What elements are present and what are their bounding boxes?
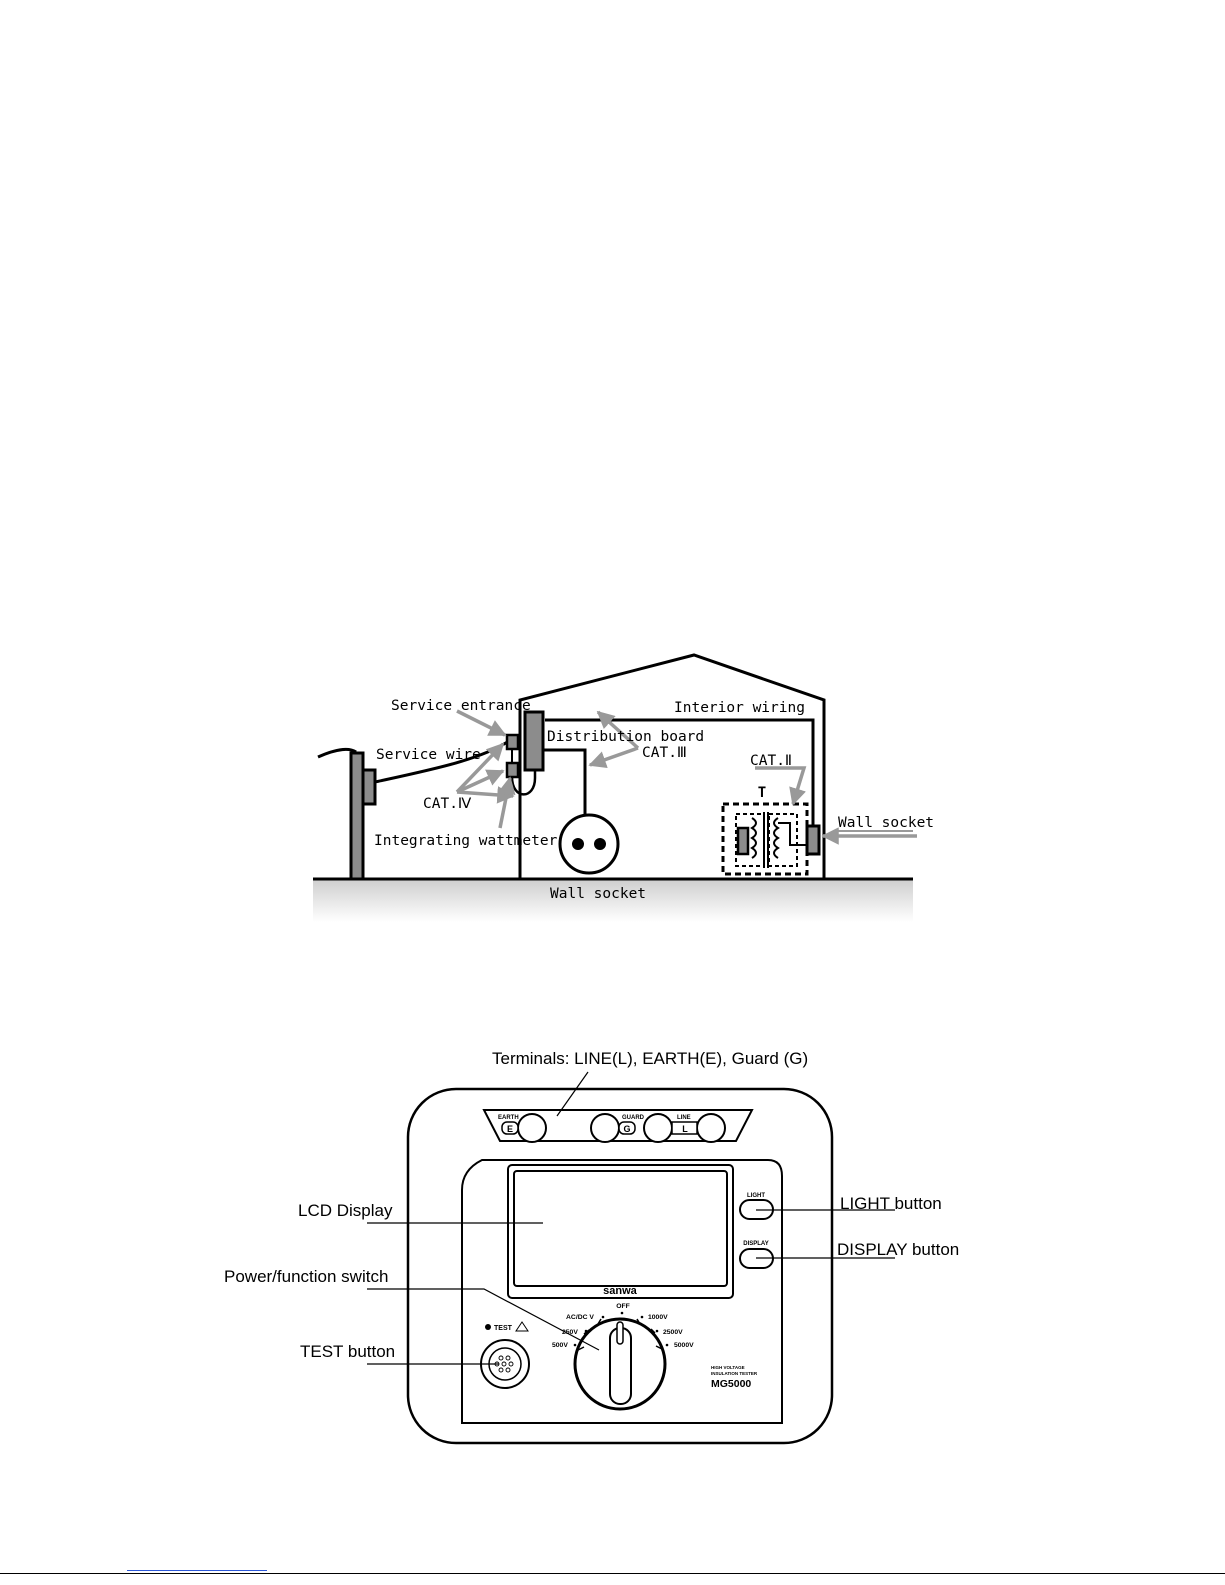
label-service-wire: Service wire xyxy=(376,747,481,763)
earth-letter: E xyxy=(507,1124,513,1134)
label-integrating-wattmeter: Integrating wattmeter xyxy=(374,833,558,849)
branch-wire xyxy=(543,748,587,818)
measurement-category-diagram: T Service entrance Service wire Interior… xyxy=(313,653,934,922)
transformer-coil-right xyxy=(773,817,780,859)
wattmeter-box xyxy=(505,761,520,779)
lcd-display xyxy=(513,1170,728,1287)
arrow-cat2-left xyxy=(755,766,807,806)
guard-label: GUARD xyxy=(622,1115,645,1121)
outlet xyxy=(558,813,620,875)
dial-5000v: 5000V xyxy=(674,1342,694,1349)
dial-250v-dot xyxy=(584,1329,588,1333)
cat2-inner-box-left xyxy=(735,813,765,867)
callout-test: TEST button xyxy=(300,1342,395,1361)
utility-pole xyxy=(349,751,365,881)
dial-acdc: AC/DC V xyxy=(566,1314,594,1321)
dial-detents xyxy=(577,1318,663,1351)
model-line1: HIGH VOLTAGE xyxy=(711,1365,745,1370)
dial-2500v-dot xyxy=(655,1329,659,1333)
arrow-cat4-a xyxy=(455,742,505,794)
outlet-hole-left xyxy=(572,838,584,850)
leader-lines xyxy=(367,1071,895,1365)
brand-logo: sanwa xyxy=(603,1285,638,1297)
footer-link-underline[interactable] xyxy=(127,1570,267,1571)
model-line2: INSULATION TESTER xyxy=(711,1371,758,1376)
dial-1000v: 1000V xyxy=(648,1314,668,1321)
house-outline xyxy=(518,653,826,879)
model-name: MG5000 xyxy=(711,1378,751,1390)
footer-rule xyxy=(0,1573,1225,1574)
dial-250v: 250V xyxy=(562,1329,578,1336)
dial-5000v-dot xyxy=(665,1343,669,1347)
test-indicator-dot xyxy=(485,1324,491,1330)
ground-strip xyxy=(313,880,913,922)
warning-icon xyxy=(515,1321,529,1332)
guard-terminal xyxy=(590,1113,620,1143)
line-label: LINE xyxy=(677,1115,691,1121)
arrow-wattmeter xyxy=(498,776,516,829)
label-cat4: CAT.Ⅳ xyxy=(423,796,472,812)
interior-wiring-line xyxy=(545,718,815,836)
outlet-hole-right xyxy=(594,838,606,850)
leader-terminals xyxy=(556,1071,589,1117)
arrow-cat3-b xyxy=(588,746,639,768)
guard-letter: G xyxy=(623,1124,630,1134)
plug-wire xyxy=(778,822,806,846)
dial-500v: 500V xyxy=(552,1342,568,1349)
line-letter-box xyxy=(671,1121,698,1135)
guard-letter-box xyxy=(618,1121,636,1135)
callout-terminals: Terminals: LINE(L), EARTH(E), Guard (G) xyxy=(492,1049,808,1068)
earth-label: EARTH xyxy=(498,1115,519,1121)
label-cat3: CAT.Ⅲ xyxy=(642,745,687,761)
callout-display: DISPLAY button xyxy=(837,1240,959,1259)
transformer-symbol: T xyxy=(758,785,766,801)
label-service-entrance: Service entrance xyxy=(391,698,531,714)
light-key-label: LIGHT xyxy=(747,1193,765,1199)
dial-off-dot xyxy=(620,1311,624,1315)
label-interior-wiring: Interior wiring xyxy=(674,700,805,716)
category-arrows xyxy=(455,709,917,845)
distribution-board xyxy=(523,710,545,772)
line-terminal-right xyxy=(696,1113,726,1143)
pole-transformer xyxy=(361,768,377,806)
test-key-label: TEST xyxy=(494,1325,513,1332)
dial-2500v: 2500V xyxy=(663,1329,683,1336)
display-key-label: DISPLAY xyxy=(743,1241,768,1247)
wall-socket-right xyxy=(805,824,821,856)
device-front-panel-diagram: EARTH E GUARD G LINE L sanwa LIGHT DISPL… xyxy=(224,1049,959,1445)
label-cat2: CAT.Ⅱ xyxy=(750,753,792,769)
earth-terminal xyxy=(517,1113,547,1143)
arrow-service-entrance xyxy=(456,709,507,737)
arrow-cat4-b xyxy=(456,769,505,794)
callout-lcd: LCD Display xyxy=(298,1201,393,1220)
callout-light: LIGHT button xyxy=(840,1194,942,1213)
line-terminal-left xyxy=(643,1113,673,1143)
label-wall-socket-ground: Wall socket xyxy=(550,886,646,902)
arrow-cat4-c xyxy=(456,786,515,804)
transformer-coil-left xyxy=(750,817,757,859)
leader-power-switch xyxy=(367,1288,600,1351)
cat2-equipment-box xyxy=(721,802,809,876)
arrow-cat3-a xyxy=(596,710,640,750)
dial-500v-dot xyxy=(573,1343,577,1347)
dial-1000v-dot xyxy=(640,1315,644,1319)
callout-power-switch: Power/function switch xyxy=(224,1267,388,1286)
label-wall-socket-right: Wall socket xyxy=(838,815,934,831)
label-distribution-board: Distribution board xyxy=(547,729,704,745)
earth-letter-box xyxy=(501,1121,519,1135)
line-letter: L xyxy=(682,1124,688,1134)
rotary-pointer xyxy=(616,1321,624,1345)
service-entrance-box xyxy=(505,733,520,751)
dial-off: OFF xyxy=(616,1303,630,1310)
dial-acdc-dot xyxy=(601,1315,605,1319)
cat2-equipment-element xyxy=(736,826,750,856)
